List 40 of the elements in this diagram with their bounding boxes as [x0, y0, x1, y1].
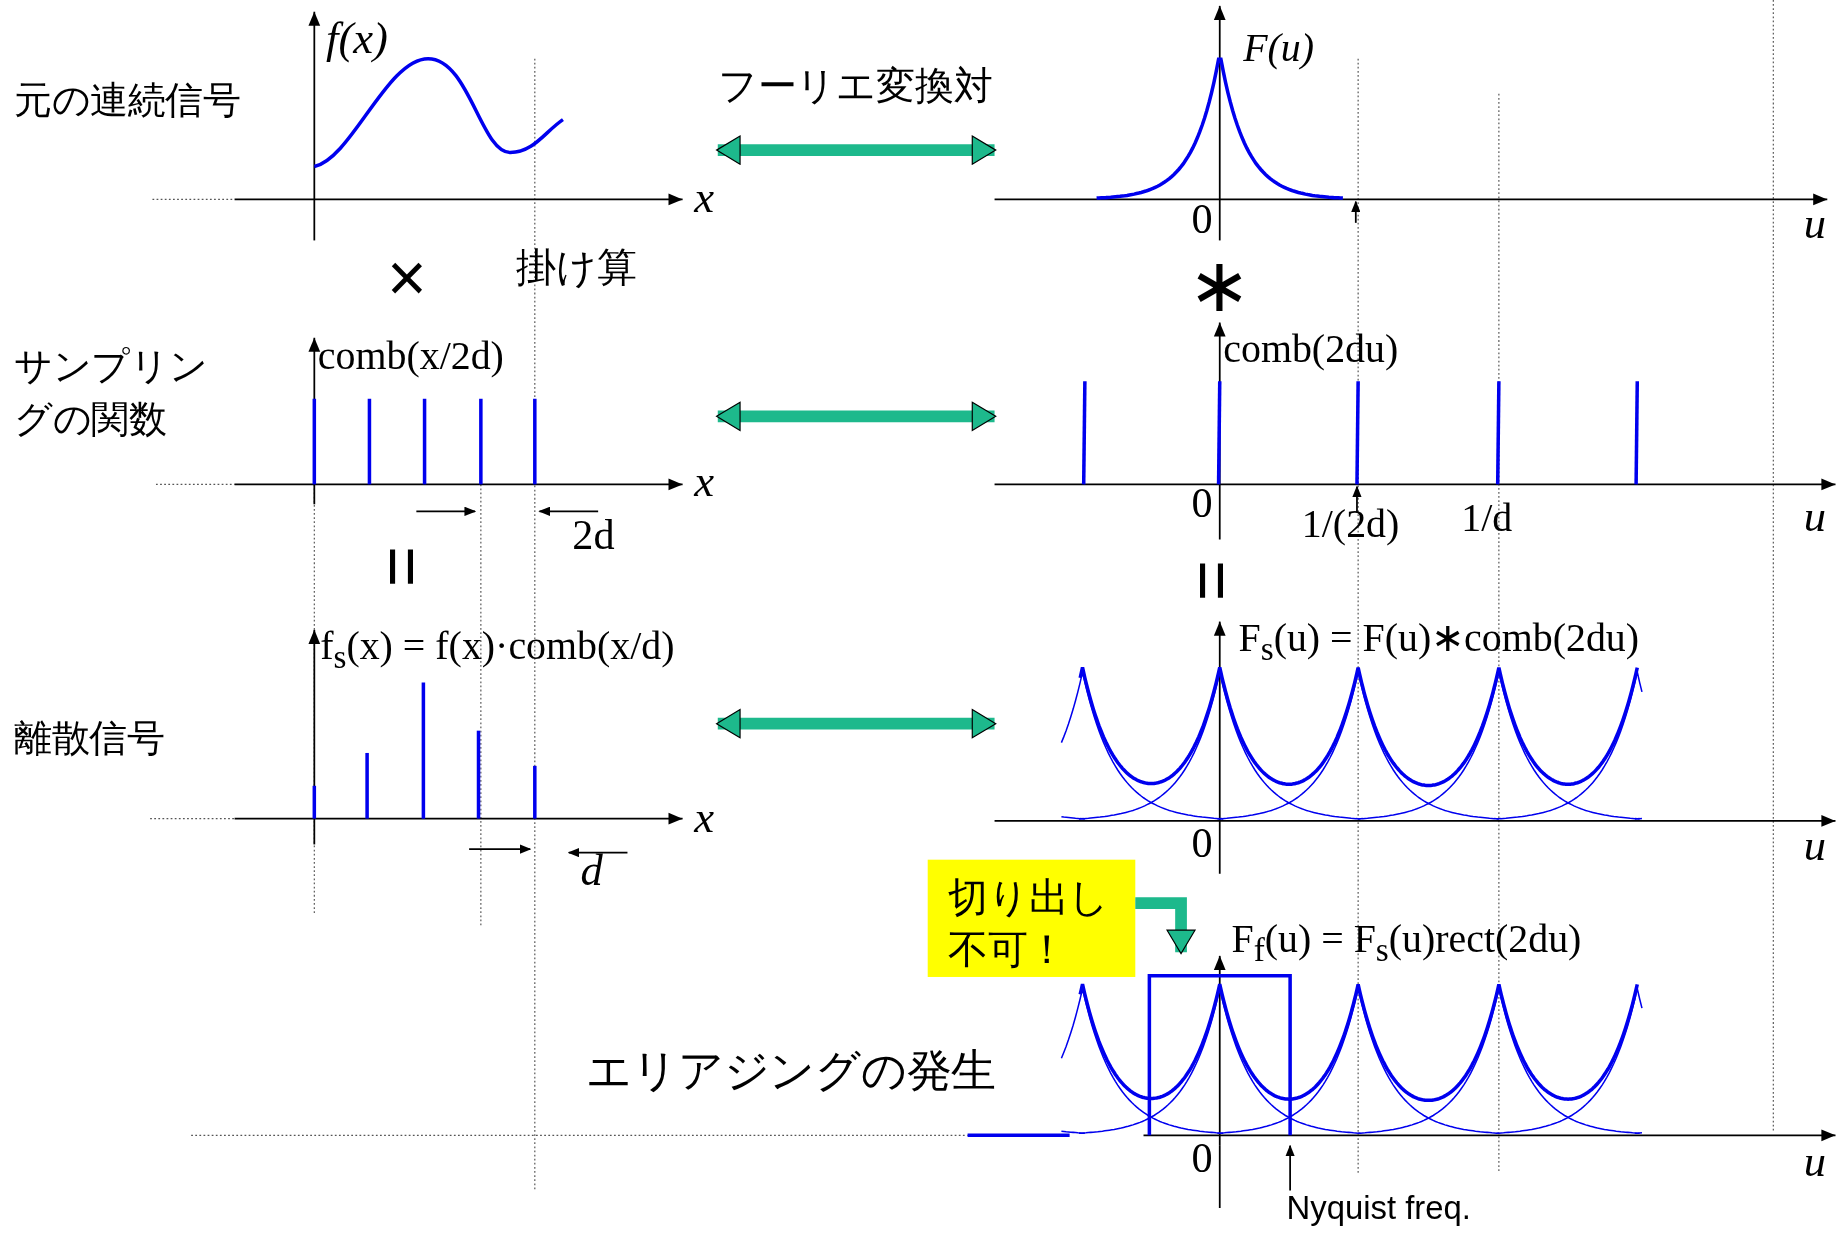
equals-sign: =	[363, 545, 441, 588]
annotation-text: Nyquist freq.	[1286, 1190, 1471, 1227]
caption-text: エリアジングの発生	[586, 1047, 996, 1097]
origin-label: 0	[1191, 480, 1213, 528]
row-label: 離散信号	[14, 717, 165, 760]
function-label: F$_{f}$(u) = F$_{s}$(u)rect(2du)	[1231, 917, 1582, 969]
function-label: F(u)	[1243, 25, 1315, 70]
note-box	[927, 859, 1136, 977]
caption-text: フーリエ変換対	[717, 64, 993, 108]
axis-label: u	[1803, 492, 1827, 542]
double-arrow	[716, 709, 997, 739]
caption-text: 掛け算	[516, 246, 637, 291]
tick-label: 1/(2d)	[1301, 501, 1400, 546]
function-label: comb(2du)	[1223, 327, 1399, 372]
double-arrow	[716, 135, 997, 165]
origin-label: 0	[1191, 197, 1213, 244]
operator-sign: ×	[387, 240, 427, 316]
double-arrow	[716, 401, 997, 431]
axis-label: x	[694, 173, 715, 223]
note-text: 切り出し不可！	[947, 873, 1111, 974]
spacing-label: d	[580, 846, 603, 896]
tick-label: 1/d	[1461, 496, 1513, 540]
spacing-label: 2d	[572, 512, 615, 559]
function-label: f(x)	[326, 14, 388, 64]
origin-label: 0	[1191, 1135, 1213, 1182]
axis-label: u	[1803, 821, 1827, 870]
axis-label: x	[694, 792, 715, 842]
axis-label: u	[1803, 199, 1827, 249]
operator-sign: ∗	[1188, 243, 1252, 327]
axis-label: x	[694, 457, 715, 507]
block-arrow	[1135, 897, 1196, 955]
origin-label: 0	[1191, 821, 1213, 868]
function-label: f$_{s}$(x) = f(x)·comb(x/d)	[320, 623, 675, 676]
row-label: 元の連続信号	[14, 79, 241, 121]
function-label: comb(x/2d)	[317, 334, 504, 379]
function-label: F$_{s}$(u) = F(u)∗comb(2du)	[1238, 615, 1640, 668]
axis-label: u	[1803, 1137, 1827, 1187]
row-label: サンプリングの関数	[14, 343, 209, 442]
equals-sign: =	[1172, 560, 1250, 602]
block-arrow	[1285, 1144, 1295, 1192]
